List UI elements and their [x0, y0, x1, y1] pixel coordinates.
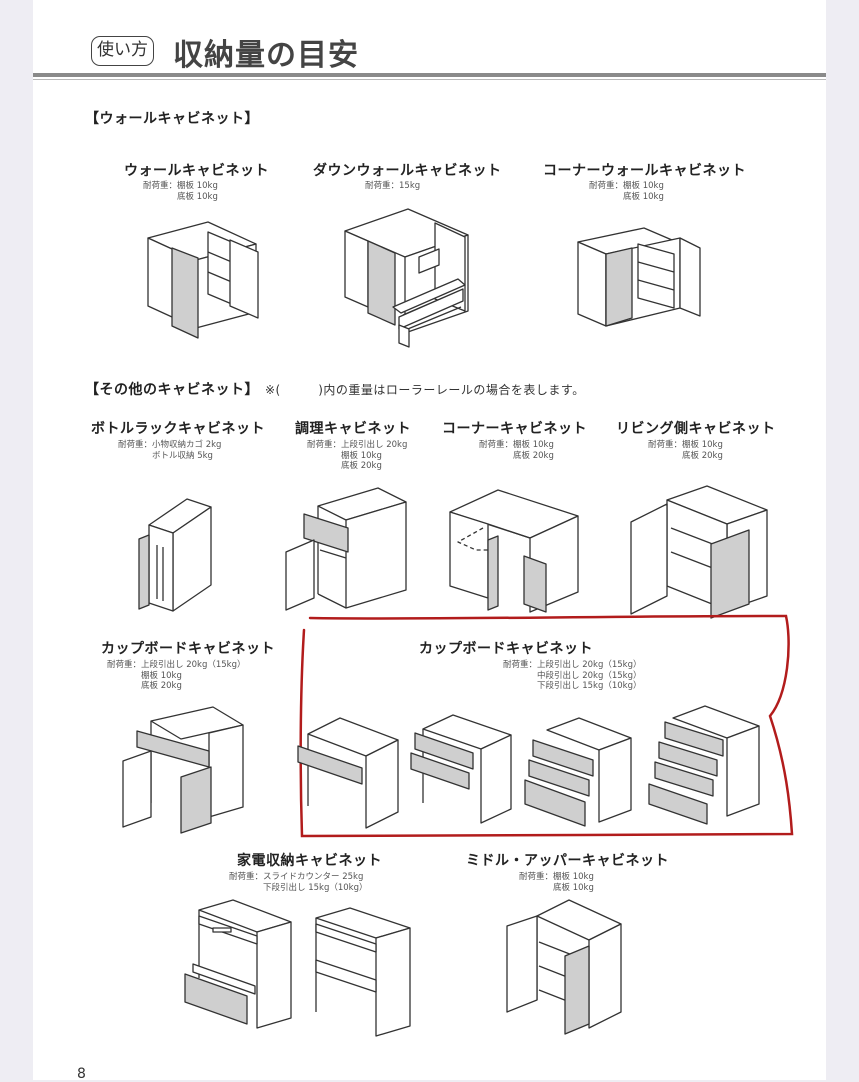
red-annotation-outline	[299, 614, 794, 838]
corner-wall-cabinet-illustration	[577, 227, 701, 327]
cupboard-3-drawer-illustration	[524, 717, 632, 827]
title-rule-thin	[33, 79, 826, 80]
section-heading-other: 【その他のキャビネット】※( )内の重量はローラーレールの場合を表します。	[85, 382, 585, 398]
cooking-cabinet-illustration	[285, 487, 407, 611]
living-side-cabinet-illustration	[630, 485, 768, 619]
wall-cabinet-illustration	[147, 221, 259, 339]
title-badge: 使い方	[91, 36, 154, 66]
cabinet-spec-down-wall: 耐荷重：15kg	[365, 181, 421, 191]
cabinet-name-cooking: 調理キャビネット	[295, 421, 411, 437]
cabinet-name-living-side: リビング側キャビネット	[616, 421, 776, 437]
cupboard-2-drawer-illustration	[410, 714, 512, 824]
document-page: 使い方 収納量の目安 【ウォールキャビネット】 ウォールキャビネット 耐荷重：棚…	[33, 0, 826, 1082]
middle-upper-cabinet-illustration	[506, 899, 622, 1035]
cabinet-name-down-wall: ダウンウォールキャビネット	[313, 163, 502, 179]
cupboard-4-drawer-illustration	[648, 705, 760, 825]
bottle-rack-cabinet-illustration	[138, 498, 212, 612]
cabinet-name-wall: ウォールキャビネット	[124, 163, 269, 179]
page-title: 収納量の目安	[173, 38, 359, 73]
cabinet-name-corner: コーナーキャビネット	[442, 421, 587, 437]
cabinet-name-cupboard-drawer: カップボードキャビネット	[419, 641, 593, 657]
page-number: 8	[77, 1066, 86, 1082]
cabinet-name-appliance: 家電収納キャビネット	[237, 853, 382, 869]
appliance-cabinet-open-illustration	[315, 907, 411, 1037]
section-heading-wall: 【ウォールキャビネット】	[85, 111, 259, 127]
down-wall-cabinet-illustration	[344, 208, 469, 348]
cabinet-name-cupboard-door: カップボードキャビネット	[101, 641, 275, 657]
appliance-cabinet-slide-drawer-illustration	[184, 899, 292, 1029]
cabinet-name-middle-upper: ミドル・アッパーキャビネット	[466, 853, 669, 869]
corner-cabinet-illustration	[449, 489, 579, 613]
cupboard-1-drawer-illustration	[297, 717, 399, 829]
cupboard-door-cabinet-illustration	[122, 706, 244, 834]
cabinet-name-bottle-rack: ボトルラックキャビネット	[91, 421, 265, 437]
roller-rail-note: ※( )内の重量はローラーレールの場合を表します。	[265, 383, 585, 397]
cabinet-name-corner-wall: コーナーウォールキャビネット	[543, 163, 746, 179]
cabinet-spec-cupboard-drawer: 耐荷重：上段引出し 20kg（15kg）中段引出し 20kg（15kg）下段引出…	[503, 660, 642, 691]
title-rule	[33, 73, 826, 77]
